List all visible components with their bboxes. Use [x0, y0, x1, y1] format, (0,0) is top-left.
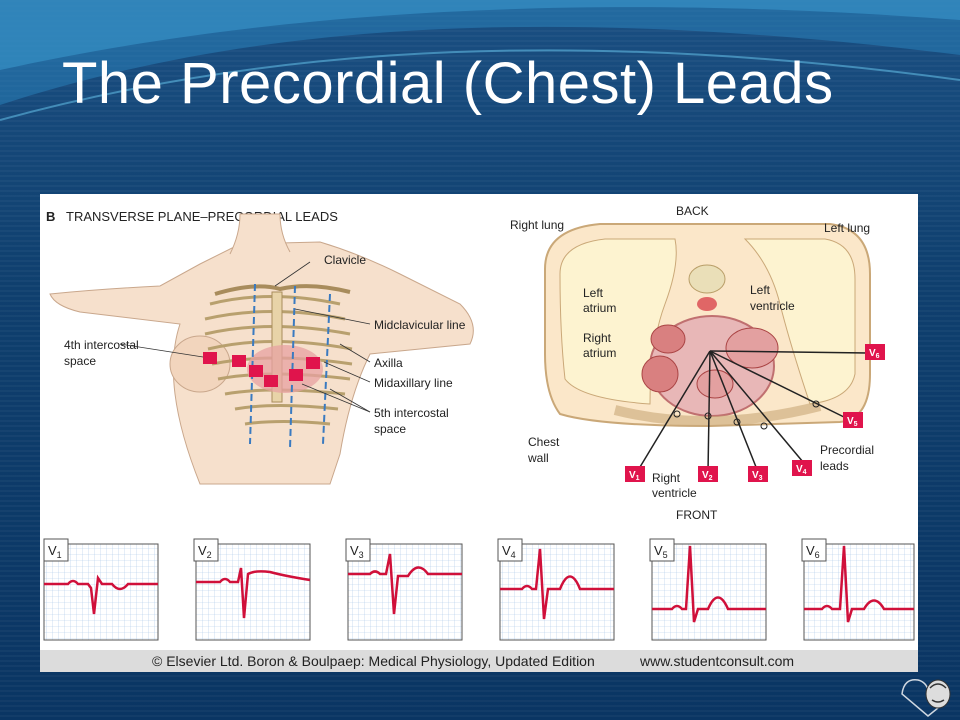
panel-letter: B [46, 209, 55, 224]
label-right-lung: Right lung [510, 218, 564, 232]
ecg-strip-v6: V6 [801, 538, 915, 641]
label-5th-intercostal: 5th intercostal [374, 406, 449, 420]
logo-icon [901, 679, 951, 717]
label-left-ventricle: Left [750, 283, 771, 297]
ecg-strip-v2: V2 [193, 538, 311, 641]
xsec-lead-v4: V4 [796, 464, 807, 476]
ecg-strip-v1: V1 [43, 538, 159, 641]
svg-text:V5: V5 [654, 543, 668, 560]
label-axilla: Axilla [374, 356, 403, 370]
label-midaxillary-line: Midaxillary line [374, 376, 453, 390]
copyright-text: © Elsevier Ltd. Boron & Boulpaep: Medica… [152, 653, 595, 669]
svg-text:V6: V6 [806, 543, 820, 560]
label-precordial-leads-2: leads [820, 459, 849, 473]
label-chest-wall-2: wall [527, 451, 549, 465]
label-left-lung: Left lung [824, 221, 870, 235]
credit-url: www.studentconsult.com [640, 653, 795, 669]
label-right-atrium: Right [583, 331, 612, 345]
svg-text:V1: V1 [48, 543, 62, 560]
label-left-ventricle-2: ventricle [750, 299, 795, 313]
label-right-ventricle: Right [652, 471, 681, 485]
svg-text:V2: V2 [198, 543, 212, 560]
transverse-section [544, 223, 885, 482]
xsec-lead-v3: V3 [752, 470, 763, 482]
xsec-lead-v2: V2 [702, 470, 713, 482]
xsec-lead-v1: V1 [629, 470, 640, 482]
header-swoosh [0, 0, 960, 121]
label-left-atrium-2: atrium [583, 301, 616, 315]
label-clavicle: Clavicle [324, 253, 366, 267]
ecg-strip-v4: V4 [497, 538, 615, 641]
label-right-atrium-2: atrium [583, 346, 616, 360]
label-right-ventricle-2: ventricle [652, 486, 697, 500]
svg-text:V4: V4 [502, 543, 516, 560]
label-chest-wall: Chest [528, 435, 560, 449]
label-back: BACK [676, 204, 709, 218]
xsec-lead-v6: V6 [869, 348, 880, 360]
label-4th-intercostal: 4th intercostal [64, 338, 139, 352]
figure-svg: B TRANSVERSE PLANE–PRECORDIAL LEADS [43, 204, 915, 641]
svg-text:V3: V3 [350, 543, 364, 560]
panel-title: TRANSVERSE PLANE–PRECORDIAL LEADS [66, 209, 338, 224]
label-precordial-leads: Precordial [820, 443, 874, 457]
label-left-atrium: Left [583, 286, 604, 300]
slide-title: The Precordial (Chest) Leads [62, 51, 834, 116]
credit-bar: © Elsevier Ltd. Boron & Boulpaep: Medica… [40, 650, 918, 672]
label-4th-intercostal-space: space [64, 354, 96, 368]
label-5th-intercostal-space: space [374, 422, 406, 436]
ecg-strip-v5: V5 [649, 538, 767, 641]
xsec-lead-v5: V5 [847, 416, 858, 428]
torso-illustration [49, 213, 474, 485]
label-front: FRONT [676, 508, 718, 522]
label-midclavicular-line: Midclavicular line [374, 318, 466, 332]
precordial-figure: B TRANSVERSE PLANE–PRECORDIAL LEADS [40, 194, 918, 672]
ecg-strip-v3: V3 [345, 538, 463, 641]
